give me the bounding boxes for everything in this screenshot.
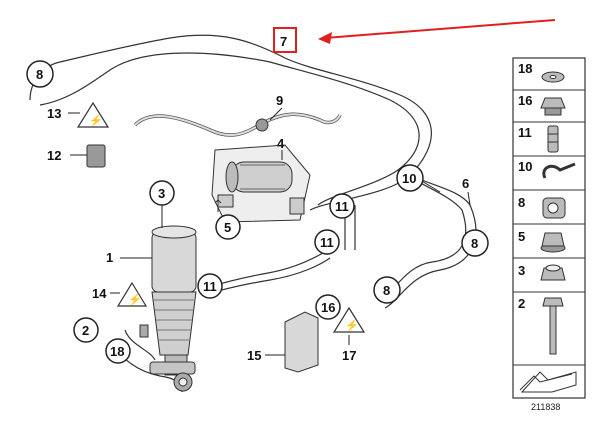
callout-11-c <box>197 273 223 299</box>
svg-text:⚡: ⚡ <box>128 293 142 306</box>
callout-label-1: 1 <box>106 250 113 265</box>
legend-label-5: 5 <box>518 229 525 244</box>
callout-label-5: 5 <box>224 220 231 235</box>
callout-16 <box>315 294 341 320</box>
highlight-box <box>273 27 297 53</box>
callout-label-2: 2 <box>82 323 89 338</box>
highlight-arrow <box>324 19 556 39</box>
callout-label-12: 12 <box>47 148 61 163</box>
callout-18 <box>105 338 131 364</box>
compressor-unit <box>211 144 311 223</box>
legend-label-10: 10 <box>518 159 532 174</box>
legend-label-18: 18 <box>518 61 532 76</box>
parts-legend: 18 16 11 10 8 5 3 2 <box>512 57 586 399</box>
flange-nut-icon <box>540 232 566 253</box>
svg-text:⚡: ⚡ <box>345 319 359 332</box>
control-unit <box>284 311 319 373</box>
svg-text:⚡: ⚡ <box>89 114 103 127</box>
lock-nut-icon <box>540 264 566 281</box>
hose-clamp-icon <box>542 162 576 179</box>
callout-label-8a: 8 <box>36 67 43 82</box>
warning-triangle-icon <box>76 101 110 128</box>
callout-label-16: 16 <box>321 300 335 315</box>
callout-label-7: 7 <box>280 34 287 49</box>
callout-label-11c: 11 <box>203 279 217 294</box>
callout-label-11b: 11 <box>320 235 334 250</box>
callout-label-10: 10 <box>402 171 416 186</box>
legend-label-16: 16 <box>518 93 532 108</box>
callout-label-17: 17 <box>342 348 356 363</box>
callout-8-right <box>461 229 489 257</box>
connector-plug <box>86 144 106 168</box>
warning-triangle-icon <box>332 306 366 333</box>
callout-label-14: 14 <box>92 286 107 301</box>
callout-label-6: 6 <box>462 176 469 191</box>
bolt-part <box>139 324 149 338</box>
hex-collar-nut-icon <box>540 97 566 116</box>
callout-3 <box>149 180 175 206</box>
callout-label-8c: 8 <box>383 283 390 298</box>
callout-11-a <box>329 193 355 219</box>
callout-label-18: 18 <box>110 344 124 359</box>
callout-label-15: 15 <box>247 348 261 363</box>
callout-8-top <box>26 60 54 88</box>
hose-fitting <box>255 118 269 132</box>
direction-arrow-icon <box>519 371 577 393</box>
hex-bolt-icon <box>542 297 564 355</box>
warning-triangle-icon <box>116 281 148 307</box>
legend-label-3: 3 <box>518 263 525 278</box>
diagram-number: 211838 <box>531 402 560 412</box>
callout-8-bottom <box>373 276 401 304</box>
callout-10 <box>396 164 424 192</box>
highlight-arrowhead <box>318 32 332 44</box>
air-spring-strut <box>149 225 197 392</box>
callout-label-11a: 11 <box>335 199 349 214</box>
pipe-fitting-icon <box>547 125 559 153</box>
callout-5 <box>215 214 241 240</box>
callout-label-9: 9 <box>276 93 283 108</box>
callout-label-8b: 8 <box>471 236 478 251</box>
legend-label-11: 11 <box>518 125 532 140</box>
callout-label-13: 13 <box>47 106 61 121</box>
washer-icon <box>541 71 565 83</box>
callout-label-3: 3 <box>158 186 165 201</box>
legend-label-8: 8 <box>518 195 525 210</box>
line-holder-icon <box>542 197 566 219</box>
legend-label-2: 2 <box>518 296 525 311</box>
callout-label-4: 4 <box>277 136 285 151</box>
callout-2 <box>73 317 99 343</box>
callout-11-b <box>314 229 340 255</box>
